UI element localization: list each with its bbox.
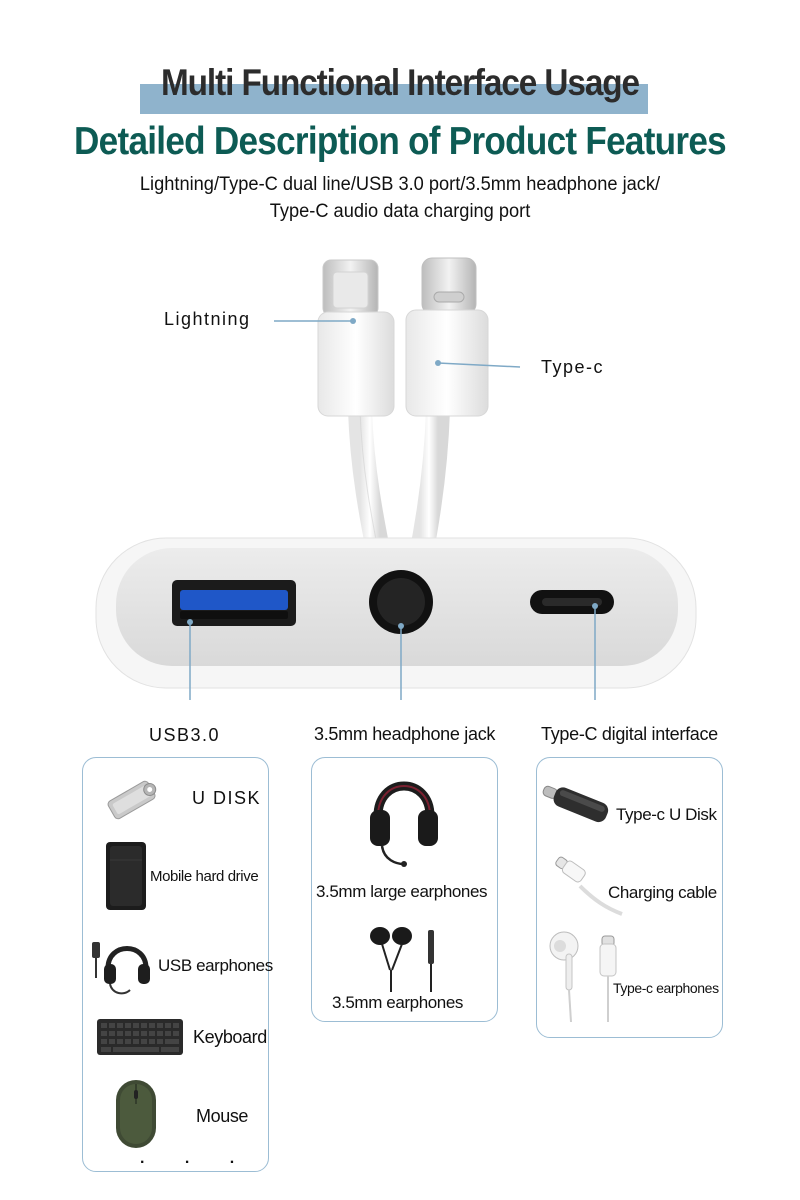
earphones-icon <box>370 927 434 992</box>
adapter-illustration <box>95 257 697 700</box>
headphones-icon <box>370 781 438 867</box>
usb-drive-icon <box>107 780 157 820</box>
usb-port-label: USB3.0 <box>149 725 221 745</box>
typec-earphones-icon <box>549 931 617 1023</box>
page-subtitle: Detailed Description of Product Features <box>74 120 727 163</box>
headphone-devices-panel <box>311 757 498 1022</box>
usb-item-label-2: Mobile hard drive <box>150 868 259 885</box>
typec-label: Type-c <box>541 357 605 377</box>
typec-drive-icon <box>542 785 609 823</box>
lightning-label: Lightning <box>164 309 251 329</box>
typec-item-label-2: Charging cable <box>608 883 717 902</box>
typec-port <box>530 590 614 614</box>
usb-item-label-5: Mouse <box>196 1106 249 1126</box>
headphone-item-label-1: 3.5mm large earphones <box>316 882 488 901</box>
usb-item-label-4: Keyboard <box>193 1027 267 1047</box>
title-highlight-band <box>140 84 648 114</box>
typec-item-label-3: Type-c earphones <box>613 980 719 996</box>
usb-headset-icon <box>92 942 150 995</box>
description-line-2: Type-C audio data charging port <box>269 201 531 222</box>
usb-port <box>172 580 296 626</box>
headphone-port-label: 3.5mm headphone jack <box>314 724 496 744</box>
headphone-jack-port <box>369 570 433 634</box>
cable-icon <box>555 856 623 916</box>
typec-callout-line <box>437 362 521 368</box>
usb-item-label-3: USB earphones <box>158 956 273 975</box>
usb-item-label-1: U DISK <box>192 788 262 808</box>
page-title: Multi Functional Interface Usage <box>161 62 640 103</box>
hard-drive-icon <box>106 842 146 910</box>
typec-plug <box>405 257 489 417</box>
typec-item-label-1: Type-c U Disk <box>616 805 717 824</box>
more-items-ellipsis: . . . <box>140 1150 253 1167</box>
mouse-icon <box>116 1080 156 1148</box>
keyboard-icon <box>97 1019 183 1055</box>
headphone-item-label-2: 3.5mm earphones <box>332 993 464 1012</box>
typec-port-label: Type-C digital interface <box>541 724 718 744</box>
lightning-plug <box>317 259 395 417</box>
description-line-1: Lightning/Type-C dual line/USB 3.0 port/… <box>139 174 661 195</box>
